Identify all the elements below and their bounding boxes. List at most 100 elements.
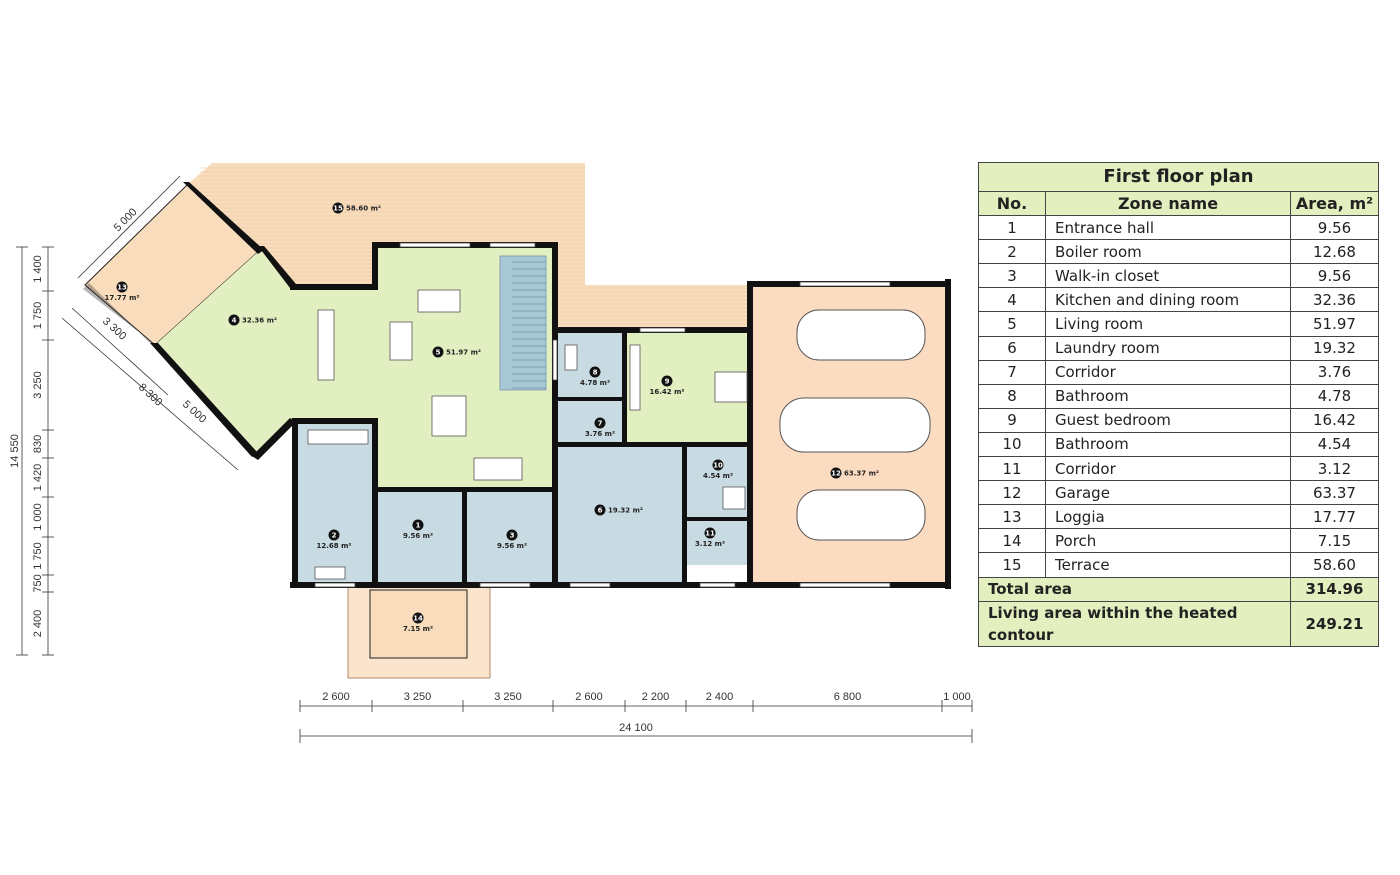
room-area: 16.42 m² bbox=[650, 388, 685, 396]
dim-left: 1 400 bbox=[32, 255, 44, 283]
cell-no: 2 bbox=[978, 239, 1046, 265]
bed bbox=[714, 371, 748, 403]
room-number-badge bbox=[412, 519, 424, 531]
room-label-8: 84.78 m² bbox=[580, 366, 610, 387]
dim-bottom: 6 800 bbox=[834, 691, 862, 703]
room-number-badge bbox=[594, 417, 606, 429]
dim-bottom: 3 250 bbox=[494, 691, 522, 703]
dim-bottom: 2 600 bbox=[322, 691, 350, 703]
dim-left: 1 000 bbox=[32, 503, 44, 531]
room-number: 12 bbox=[831, 470, 841, 478]
cell-zone: Loggia bbox=[1045, 504, 1291, 530]
desk bbox=[629, 344, 641, 411]
room-number-badge bbox=[506, 529, 518, 541]
porch-floor bbox=[369, 589, 468, 659]
cell-no: 15 bbox=[978, 552, 1046, 578]
area-table: First floor plan No. Zone name Area, m² … bbox=[978, 162, 1379, 647]
shower bbox=[722, 486, 746, 510]
cell-no: 10 bbox=[978, 431, 1046, 458]
room-number-badge bbox=[116, 281, 128, 293]
dim-left: 830 bbox=[32, 435, 44, 453]
room-number: 3 bbox=[510, 532, 515, 540]
dim-bottom: 1 000 bbox=[943, 691, 971, 703]
radiator bbox=[314, 566, 346, 580]
cell-zone: Walk-in closet bbox=[1045, 263, 1291, 289]
room-area: 4.54 m² bbox=[703, 472, 733, 480]
room-label-2: 212.68 m² bbox=[317, 529, 351, 550]
room-number: 8 bbox=[593, 369, 598, 377]
total-label: Total area bbox=[978, 576, 1291, 602]
cell-no: 14 bbox=[978, 528, 1046, 554]
room-label-14: 14 7.15 m² bbox=[403, 612, 433, 633]
cell-area: 19.32 bbox=[1290, 335, 1379, 361]
room-number-badge bbox=[704, 527, 716, 539]
cars bbox=[779, 309, 931, 541]
cell-zone: Boiler room bbox=[1045, 239, 1291, 265]
cell-zone: Corridor bbox=[1045, 456, 1291, 482]
room-area: 51.97 m² bbox=[446, 349, 481, 357]
room-area: 7.15 m² bbox=[403, 625, 433, 633]
cell-area: 16.42 bbox=[1290, 407, 1379, 433]
stairs-body bbox=[499, 255, 547, 391]
room-label-10: 104.54 m² bbox=[703, 459, 733, 480]
entrance-hall-floor bbox=[375, 490, 465, 585]
room-number-badge bbox=[589, 366, 601, 378]
furniture bbox=[307, 289, 748, 580]
room-area: 17.77 m² bbox=[105, 294, 140, 302]
dim-diagonal-3: 8 300 bbox=[136, 381, 164, 408]
room-number: 1 bbox=[416, 522, 421, 530]
car-icon bbox=[779, 397, 931, 453]
room-area: 32.36 m² bbox=[242, 317, 277, 325]
cell-area: 17.77 bbox=[1290, 504, 1379, 530]
header-area: Area, m² bbox=[1290, 190, 1379, 217]
table-title: First floor plan bbox=[978, 162, 1379, 192]
total-row: Total area 314.96 bbox=[978, 576, 1379, 602]
room-area: 63.37 m² bbox=[844, 470, 879, 478]
room-label-3: 39.56 m² bbox=[497, 529, 527, 550]
cell-no: 3 bbox=[978, 263, 1046, 289]
cell-area: 4.54 bbox=[1290, 431, 1379, 458]
header-no: No. bbox=[978, 190, 1046, 217]
room-number-badge bbox=[432, 346, 444, 358]
car-icon bbox=[796, 489, 926, 541]
room-label-9: 9 16.42 m² bbox=[650, 375, 685, 396]
room-number-badge bbox=[412, 612, 424, 624]
sofa bbox=[417, 289, 461, 313]
windows bbox=[314, 242, 891, 588]
room-number: 14 bbox=[413, 615, 423, 623]
cell-zone: Bathroom bbox=[1045, 383, 1291, 409]
cell-zone: Terrace bbox=[1045, 552, 1291, 578]
cell-area: 63.37 bbox=[1290, 480, 1379, 506]
cell-no: 5 bbox=[978, 311, 1046, 337]
cell-area: 58.60 bbox=[1290, 552, 1379, 578]
laundry-floor bbox=[555, 445, 685, 585]
cell-zone: Bathroom bbox=[1045, 431, 1291, 458]
cell-no: 11 bbox=[978, 456, 1046, 482]
dim-bottom-total: 24 100 bbox=[619, 722, 653, 734]
room-area: 3.76 m² bbox=[585, 430, 615, 438]
cell-no: 1 bbox=[978, 215, 1046, 241]
room-area: 19.32 m² bbox=[608, 507, 643, 515]
cell-area: 7.15 bbox=[1290, 528, 1379, 554]
living-label: Living area within the heated contour bbox=[978, 600, 1291, 647]
room-label-7: 73.76 m² bbox=[585, 417, 615, 438]
room-area: 58.60 m² bbox=[346, 205, 381, 213]
cell-zone: Laundry room bbox=[1045, 335, 1291, 361]
room-number-badge bbox=[661, 375, 673, 387]
total-value: 314.96 bbox=[1290, 576, 1379, 602]
sofa bbox=[473, 457, 523, 481]
cell-no: 6 bbox=[978, 335, 1046, 361]
room-number: 9 bbox=[665, 378, 670, 386]
cell-area: 9.56 bbox=[1290, 215, 1379, 241]
staircase bbox=[499, 255, 547, 391]
cell-area: 51.97 bbox=[1290, 311, 1379, 337]
dim-left: 2 400 bbox=[32, 610, 44, 638]
